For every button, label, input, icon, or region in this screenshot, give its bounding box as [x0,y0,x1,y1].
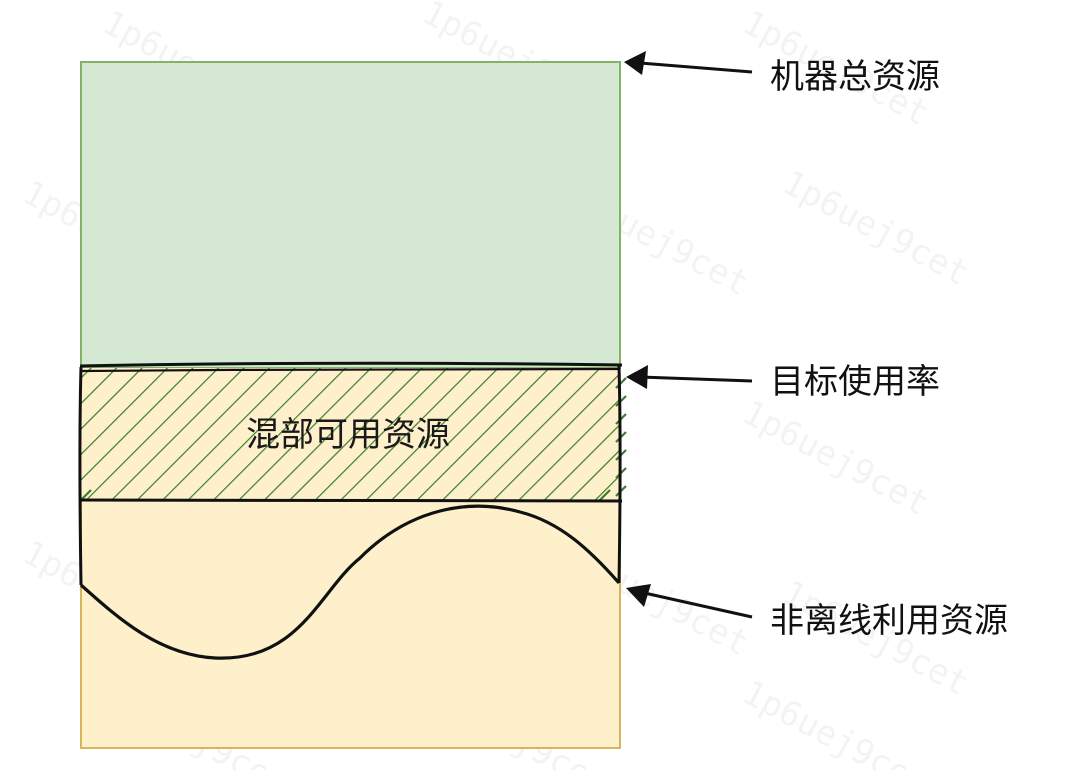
arrow-total [624,51,753,75]
non-offline-resource-label: 非离线利用资源 [770,601,1008,641]
total-resource-label: 机器总资源 [770,57,940,97]
band-bottom-line [79,498,623,503]
target-usage-line [79,361,623,368]
watermark-text: 1p6uej9cet [736,393,936,524]
total-resource-box [80,61,621,369]
arrow-non-offline [626,584,753,619]
mixed-available-label: 混部可用资源 [246,415,450,455]
non-offline-resource-box [80,499,621,749]
band-right-edge [617,365,622,584]
target-usage-line-2 [81,367,621,373]
watermark-text: 1p6uej9cet [736,673,936,770]
arrow-target [626,365,753,389]
band-left-edge [78,366,83,586]
watermark-text: 1p6uej9cet [776,163,976,294]
mixed-available-band-hatch [81,368,620,500]
target-usage-label: 目标使用率 [770,362,940,402]
utilization-wave [79,504,621,660]
